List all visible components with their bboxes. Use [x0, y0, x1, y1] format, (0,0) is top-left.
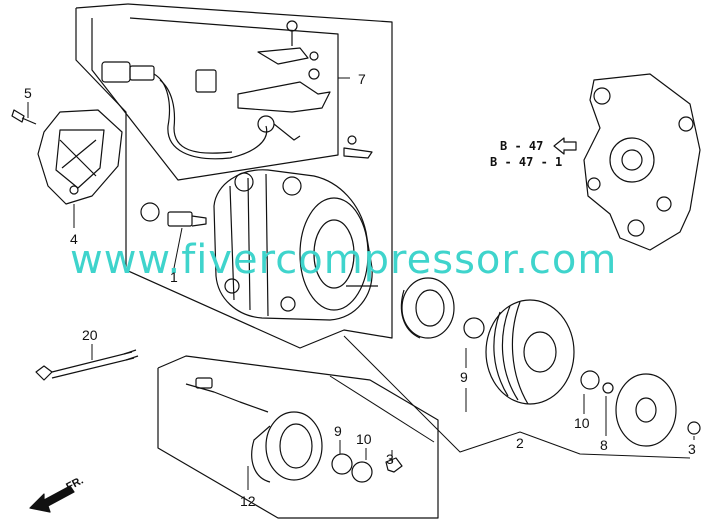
clutch-bearing — [400, 277, 455, 339]
clutch-coil-outline — [157, 355, 439, 519]
callout-20: 20 — [82, 327, 98, 343]
mounting-bracket — [553, 73, 701, 251]
callout-9-left: 9 — [334, 423, 342, 439]
callout-3-left: 3 — [386, 451, 394, 467]
leader-lines — [27, 77, 695, 490]
callout-10-left: 10 — [356, 431, 372, 447]
harness-outline — [91, 17, 339, 181]
compressor-body — [213, 169, 378, 321]
callout-5: 5 — [24, 85, 32, 101]
snap-ring-10 — [580, 370, 600, 390]
reference-b47-1: B - 47 - 1 — [490, 155, 563, 169]
callout-9-right: 9 — [460, 369, 468, 385]
callout-2: 2 — [516, 435, 524, 451]
watermark: www.fivercompressor.com — [70, 237, 618, 283]
compressor-outline — [75, 3, 393, 349]
callout-4: 4 — [70, 231, 78, 247]
reference-b47: B - 47 — [500, 139, 544, 153]
front-arrow-icon — [29, 485, 75, 513]
callout-7: 7 — [358, 71, 366, 87]
snap-ring-9 — [463, 317, 485, 339]
long-bolt — [35, 349, 139, 381]
armature-plate — [615, 373, 701, 447]
callout-3-right: 3 — [688, 441, 696, 457]
relief-valve — [140, 202, 207, 227]
callout-8: 8 — [600, 437, 608, 453]
cover-bracket — [11, 109, 123, 205]
shim-8 — [602, 382, 614, 394]
pulley — [485, 299, 575, 405]
harness-assembly — [101, 20, 373, 160]
callout-1: 1 — [170, 269, 178, 285]
callout-10-right: 10 — [574, 415, 590, 431]
field-coil — [185, 377, 403, 483]
callout-12: 12 — [240, 493, 256, 509]
